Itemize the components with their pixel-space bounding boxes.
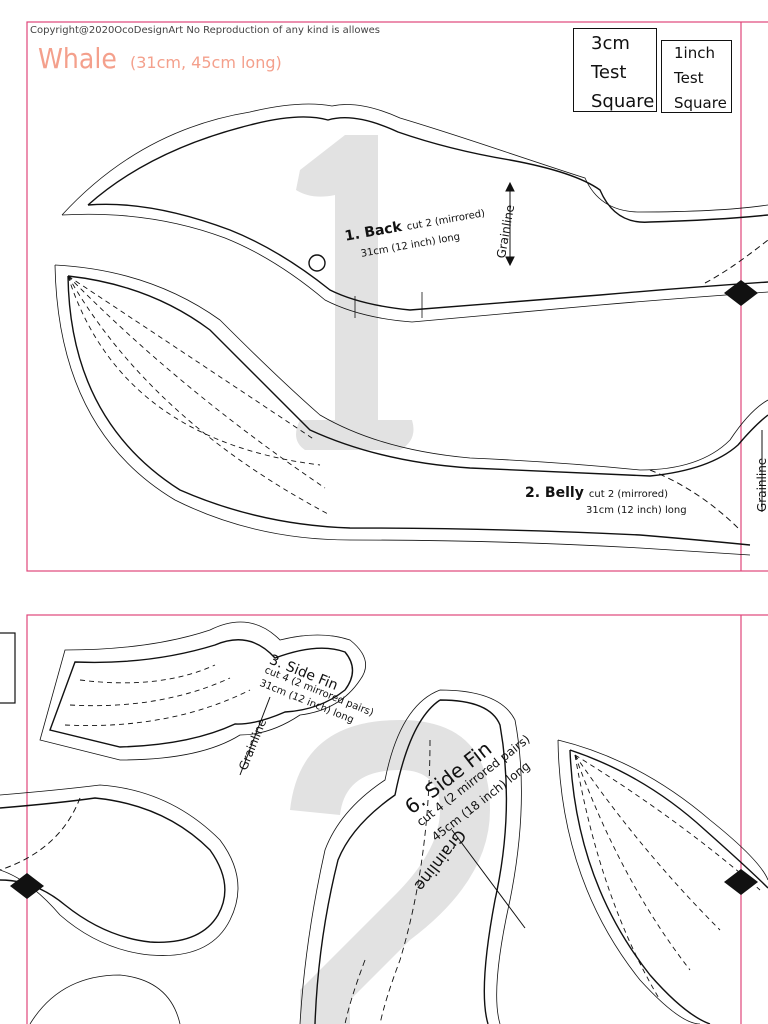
test-square-cm-line-1: 3cm: [591, 33, 630, 54]
test-square-cm-line-3: Square: [591, 91, 655, 112]
page-number-watermark-1: [296, 135, 414, 450]
test-square-cm: 3cm Test Square: [573, 28, 657, 112]
back-grainline-arrow: [505, 181, 515, 267]
page-number-watermark-2: [290, 720, 490, 1024]
pattern-title: Whale: [38, 42, 117, 75]
test-square-inch-line-1: 1inch: [674, 44, 715, 62]
test-square-inch-line-2: Test: [674, 69, 704, 87]
belly-label: 2. Belly cut 2 (mirrored): [525, 482, 668, 501]
page-2-left-overflow-box: [0, 632, 16, 704]
test-square-cm-line-2: Test: [591, 62, 627, 83]
page-2-left-partial-piece: [0, 784, 239, 1024]
side-fin-3-piece: [39, 621, 367, 761]
notch-diamond: [724, 280, 758, 306]
belly-piece: [54, 264, 768, 556]
notch-diamond-left: [10, 873, 44, 899]
belly-grainline-label: Grainline: [755, 457, 768, 512]
copyright-notice: Copyright@2020OcoDesignArt No Reproducti…: [30, 25, 381, 36]
belly-name: 2. Belly: [525, 485, 584, 501]
back-piece: [61, 103, 768, 323]
belly-cut: cut 2 (mirrored): [588, 489, 669, 500]
belly-length: 31cm (12 inch) long: [586, 505, 687, 516]
side-fin-6-grainline-arrow: [451, 829, 526, 929]
test-square-inch: 1inch Test Square: [661, 40, 732, 113]
notch-diamond-right: [724, 869, 758, 895]
pattern-subtitle: (31cm, 45cm long): [130, 53, 282, 72]
page-2-border: [26, 614, 768, 1024]
page-1-border: [26, 21, 768, 572]
side-fin-6-piece: [299, 689, 522, 1024]
page-2-right-tail-piece: [557, 739, 768, 1024]
test-square-inch-line-3: Square: [674, 94, 727, 112]
side-fin-3-grainline-arrow: [239, 696, 271, 776]
